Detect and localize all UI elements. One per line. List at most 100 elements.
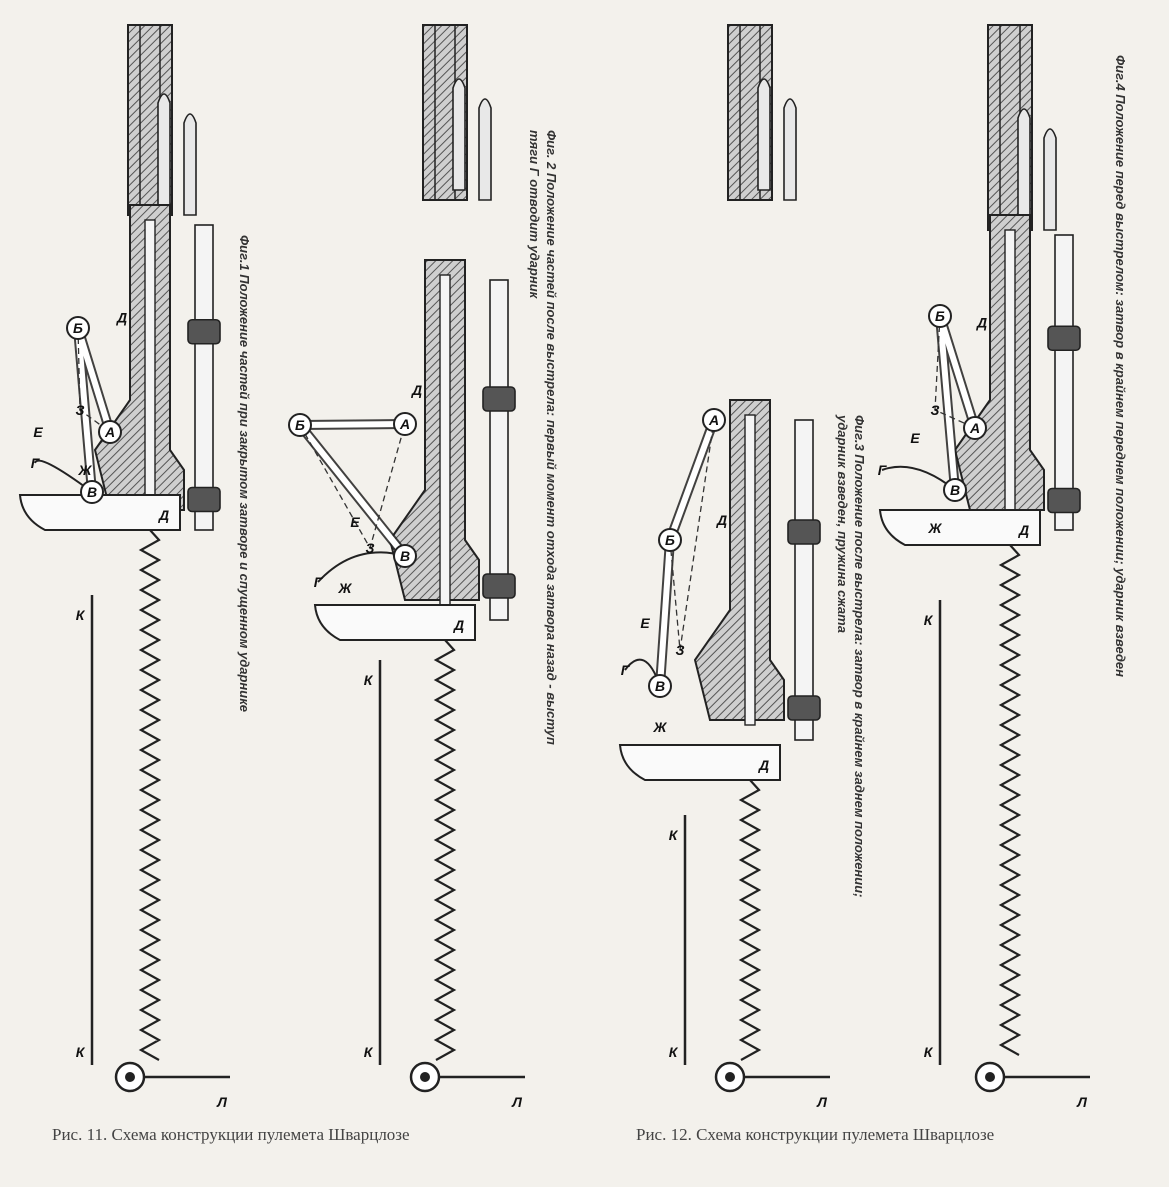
- label-b: Б: [295, 417, 305, 433]
- label-g: Г: [621, 662, 631, 678]
- cartridge: [452, 78, 466, 191]
- cartridge: [183, 113, 197, 216]
- link-dashed: [299, 423, 406, 550]
- figure-1-caption: Фиг.1 Положение частей при закрытом затв…: [237, 235, 252, 713]
- joint-v: [393, 544, 417, 568]
- crank-hub: [125, 1072, 135, 1082]
- plate-11-caption: Рис. 11. Схема конструкции пулемета Швар…: [52, 1125, 410, 1144]
- joint-b: [66, 316, 90, 340]
- label-a: А: [104, 424, 115, 440]
- label-z: З: [366, 540, 375, 556]
- cartridge: [783, 98, 797, 201]
- label-g: Г: [878, 462, 888, 478]
- label-zh: Ж: [653, 719, 668, 735]
- figure-3-caption: Фиг.3 Положение после выстрела: затвор в…: [835, 415, 867, 898]
- label-zh: Ж: [78, 462, 93, 478]
- backplate: [878, 509, 1041, 546]
- cartridge: [478, 98, 492, 201]
- roller: [1047, 487, 1081, 514]
- crank-hub: [985, 1072, 995, 1082]
- roller: [787, 695, 821, 721]
- label-g: Г: [31, 455, 41, 471]
- link-dashed: [77, 327, 111, 433]
- trigger-rod: [317, 551, 406, 583]
- label-d: Д: [453, 617, 464, 633]
- label-d: Д: [116, 310, 127, 326]
- backplate: [18, 494, 181, 531]
- label-l: Л: [511, 1094, 522, 1110]
- roller: [787, 519, 821, 545]
- joint-b: [658, 528, 682, 552]
- label-e: Е: [33, 424, 43, 440]
- feed-rod: [194, 224, 214, 531]
- feed-rod: [794, 419, 814, 741]
- firing-pin: [1004, 229, 1016, 516]
- label-l: Л: [216, 1094, 227, 1110]
- label-d: Д: [158, 507, 169, 523]
- roller: [482, 573, 516, 599]
- label-e: Е: [910, 430, 920, 446]
- roller: [1047, 325, 1081, 352]
- label-k: К: [924, 1044, 934, 1060]
- roller: [187, 318, 221, 345]
- bolt: [93, 204, 185, 511]
- recoil-spring: [738, 779, 762, 1061]
- label-d: Д: [1018, 522, 1029, 538]
- feed-rod: [1054, 234, 1074, 531]
- figure-4: А Б В Г Е Ж З Д Д К К Л: [878, 24, 1090, 1110]
- joint-b: [928, 304, 952, 328]
- toggle-link-inner: [297, 421, 408, 558]
- label-z: З: [76, 402, 85, 418]
- label-l: Л: [816, 1094, 827, 1110]
- label-l: Л: [1076, 1094, 1087, 1110]
- label-v: В: [655, 678, 665, 694]
- label-k: К: [76, 1044, 86, 1060]
- label-z: З: [676, 642, 685, 658]
- joint-v: [80, 480, 104, 504]
- label-e: Е: [350, 514, 360, 530]
- label-d: Д: [411, 382, 422, 398]
- cartridge: [1017, 108, 1031, 221]
- joint-a: [702, 408, 726, 432]
- firing-pin: [439, 274, 451, 606]
- cartridge: [757, 78, 771, 191]
- bolt: [953, 214, 1045, 511]
- label-z: З: [931, 402, 940, 418]
- label-b: Б: [73, 320, 83, 336]
- label-d: Д: [716, 512, 727, 528]
- backplate: [313, 604, 476, 641]
- label-a: А: [399, 416, 410, 432]
- label-g: Г: [314, 574, 324, 590]
- roller: [482, 386, 516, 412]
- figure-4-caption: Фиг.4 Положение перед выстрелом: затвор …: [1113, 55, 1128, 677]
- joint-v: [648, 674, 672, 698]
- label-k: К: [364, 1044, 374, 1060]
- bolt: [388, 259, 480, 601]
- label-a: А: [969, 420, 980, 436]
- label-k: К: [669, 1044, 679, 1060]
- joint-a: [98, 420, 122, 444]
- label-v: В: [400, 548, 410, 564]
- label-a: А: [708, 412, 719, 428]
- firing-pin: [744, 414, 756, 726]
- backplate: [618, 744, 781, 781]
- label-b: Б: [665, 532, 675, 548]
- plate-12-caption: Рис. 12. Схема конструкции пулемета Швар…: [636, 1125, 995, 1144]
- label-b: Б: [935, 308, 945, 324]
- label-d: Д: [976, 315, 987, 331]
- link-dashed: [934, 315, 976, 429]
- joint-a: [963, 416, 987, 440]
- bolt: [693, 399, 785, 721]
- roller: [187, 486, 221, 513]
- label-v: В: [950, 482, 960, 498]
- label-k: К: [924, 612, 934, 628]
- crank-hub: [420, 1072, 430, 1082]
- crank-hub: [725, 1072, 735, 1082]
- joint-b: [288, 413, 312, 437]
- recoil-spring: [433, 639, 457, 1061]
- label-zh: Ж: [928, 520, 943, 536]
- label-zh: Ж: [338, 580, 353, 596]
